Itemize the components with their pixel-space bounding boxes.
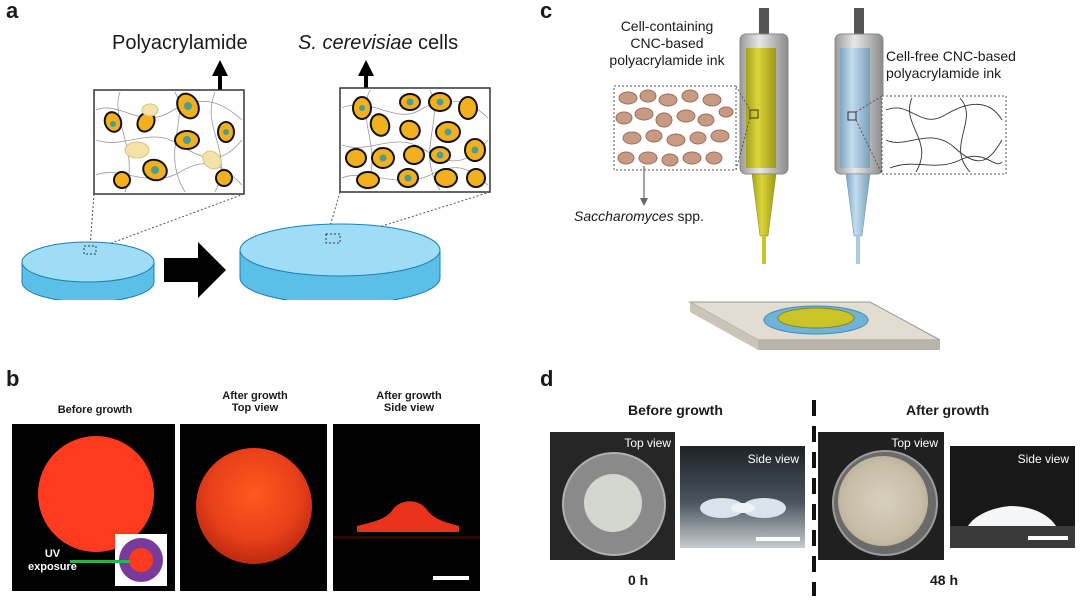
photo-d-before-top: Top view <box>550 432 675 560</box>
side-view-label-after: Side view <box>1017 452 1069 466</box>
gel-disc-after <box>838 456 928 546</box>
side-view-profile-after <box>950 506 1075 548</box>
scale-bar-b <box>433 576 469 580</box>
panel-c-label: c <box>540 0 553 23</box>
panel-b-label: b <box>6 366 20 391</box>
caption-after-growth-top: After growth Top view <box>222 390 288 414</box>
cells-label: S. cerevisiae cells <box>298 32 458 55</box>
panel-a-label: a <box>6 0 19 23</box>
side-view-profile-before <box>700 498 800 541</box>
cell-free-ink-label: Cell-free CNC-based polyacrylamide ink <box>886 48 1016 81</box>
top-view-label-before: Top view <box>624 436 671 450</box>
panel-c-schematic <box>613 8 1007 350</box>
photo-before-growth: UV exposure <box>12 424 175 591</box>
photo-after-growth-side <box>333 424 480 591</box>
polyacrylamide-label: Polyacrylamide <box>112 32 248 54</box>
saccharomyces-cells <box>615 89 734 167</box>
photo-d-after-side: Side view <box>950 446 1075 548</box>
syringe-cell-free-ink <box>834 8 884 264</box>
photo-d-after-top: Top view <box>818 432 944 560</box>
after-growth-title: After growth <box>906 402 990 418</box>
hydrogel-disc-large <box>239 223 441 300</box>
scale-bar-d-after <box>1028 536 1068 540</box>
print-substrate <box>688 301 941 350</box>
photo-d-before-side: Side view <box>680 446 805 548</box>
cells-word: cells <box>412 32 459 54</box>
panel-d-label: d <box>540 366 554 391</box>
hydrogel-disc-small <box>21 241 155 300</box>
photo-after-growth-top <box>180 424 327 591</box>
before-growth-title: Before growth <box>628 402 723 418</box>
cell-free-zoom-box <box>881 95 1007 175</box>
time-divider <box>812 400 816 596</box>
cells-species: S. cerevisiae <box>298 32 413 54</box>
side-view-profile <box>333 501 480 580</box>
time-after-label: 48 h <box>930 572 959 588</box>
caption-after-growth-side: After growth Side view <box>376 390 442 414</box>
saccharomyces-suffix: spp. <box>673 208 704 224</box>
saccharomyces-label: Saccharomyces spp. <box>574 208 704 224</box>
top-view-label-after: Top view <box>891 436 938 450</box>
growth-arrow <box>164 242 226 298</box>
hydrogel-disc-red <box>38 436 154 552</box>
polymer-mesh <box>885 97 1003 173</box>
caption-before-growth: Before growth <box>57 404 133 416</box>
time-before-label: 0 h <box>628 572 649 588</box>
scale-bar-d-before <box>756 537 800 541</box>
uv-pointer <box>70 560 130 563</box>
syringe-cell-ink <box>739 8 789 264</box>
uv-exposure-label: UV exposure <box>28 548 77 573</box>
cell-ink-label: Cell-containing CNC-based polyacrylamide… <box>609 18 725 68</box>
side-view-label-before: Side view <box>747 452 799 466</box>
gel-disc-before <box>584 474 642 532</box>
saccharomyces-genus: Saccharomyces <box>574 208 674 224</box>
hydrogel-disc-grown <box>196 448 312 564</box>
panel-a-schematic <box>21 60 491 300</box>
